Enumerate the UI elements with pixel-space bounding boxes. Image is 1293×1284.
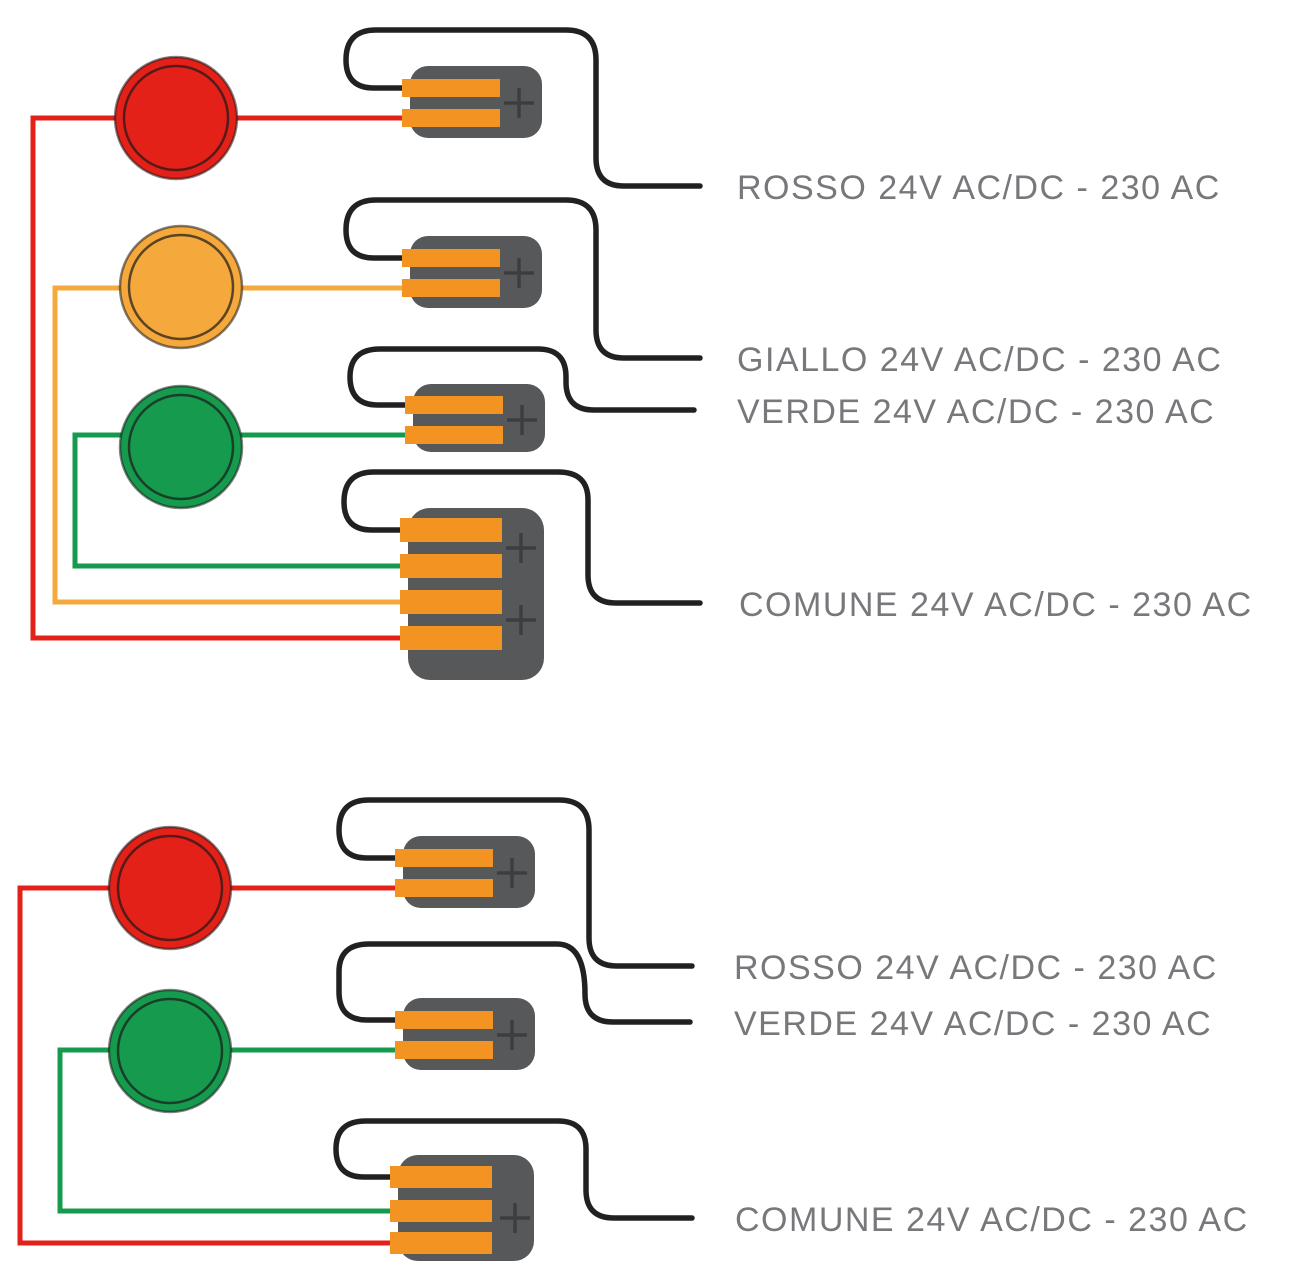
connector-lever [400,626,502,650]
connector-lever [390,1200,492,1222]
red-light-lens [107,825,233,951]
connector-lever [400,518,502,542]
connector-lever [390,1232,492,1254]
label-comune: COMUNE 24V AC/DC - 230 AC [739,586,1253,624]
connector-lever [390,1166,492,1188]
amber-light-lens [118,224,244,350]
red-light [113,55,239,181]
black-wire-giallo [343,197,703,361]
connector-rosso [395,836,535,908]
connector-giallo [402,236,542,308]
black-wire-verde [336,941,693,1025]
label-verde: VERDE 24V AC/DC - 230 AC [734,1005,1212,1043]
black-wire-comune [333,1118,695,1221]
amber-light-ring [127,233,235,341]
plus-icon [507,405,537,435]
green-light [118,384,244,510]
connector-verde [405,384,545,452]
green-wire [57,1047,405,1214]
green-light-ring [127,393,235,501]
label-verde: VERDE 24V AC/DC - 230 AC [737,393,1215,431]
top-diagram: ROSSO 24V AC/DC - 230 AC GIALLO 24V AC/D… [30,27,1253,680]
black-wire-verde [347,346,697,413]
red-wire [30,115,412,641]
connector-comune [390,1155,534,1261]
connector-lever [402,249,500,267]
plus-icon [497,858,527,888]
connector-lever [402,279,500,297]
green-light-lens [118,384,244,510]
plus-icon [504,258,534,288]
black-wire-rosso [343,27,703,189]
plus-icon [506,533,536,563]
green-light-lens [107,988,233,1114]
plus-icon [504,88,534,118]
connector-lever [395,1041,493,1059]
connector-lever [400,590,502,614]
plus-icon [497,1020,527,1050]
amber-light [118,224,244,350]
black-wire-rosso [336,797,695,969]
connector-verde [395,998,535,1070]
connector-lever [402,109,500,127]
connector-lever [400,554,502,578]
connector-rosso [402,66,542,138]
green-wire [72,432,416,569]
red-light [107,825,233,951]
red-light-lens [113,55,239,181]
plus-icon [506,605,536,635]
connector-comune [400,508,544,680]
label-rosso: ROSSO 24V AC/DC - 230 AC [737,169,1221,207]
green-light-ring [116,997,224,1105]
red-light-ring [122,64,230,172]
label-comune: COMUNE 24V AC/DC - 230 AC [735,1201,1249,1239]
connector-lever [405,426,503,444]
plus-icon [500,1203,530,1233]
label-giallo: GIALLO 24V AC/DC - 230 AC [737,341,1222,379]
label-rosso: ROSSO 24V AC/DC - 230 AC [734,949,1218,987]
black-wire-comune [341,469,703,606]
red-light-ring [116,834,224,942]
connector-lever [395,879,493,897]
connector-lever [402,79,500,97]
bottom-diagram: ROSSO 24V AC/DC - 230 AC VERDE 24V AC/DC… [17,797,1249,1261]
connector-lever [405,396,503,414]
connector-lever [395,1011,493,1029]
connector-lever [395,849,493,867]
green-light [107,988,233,1114]
